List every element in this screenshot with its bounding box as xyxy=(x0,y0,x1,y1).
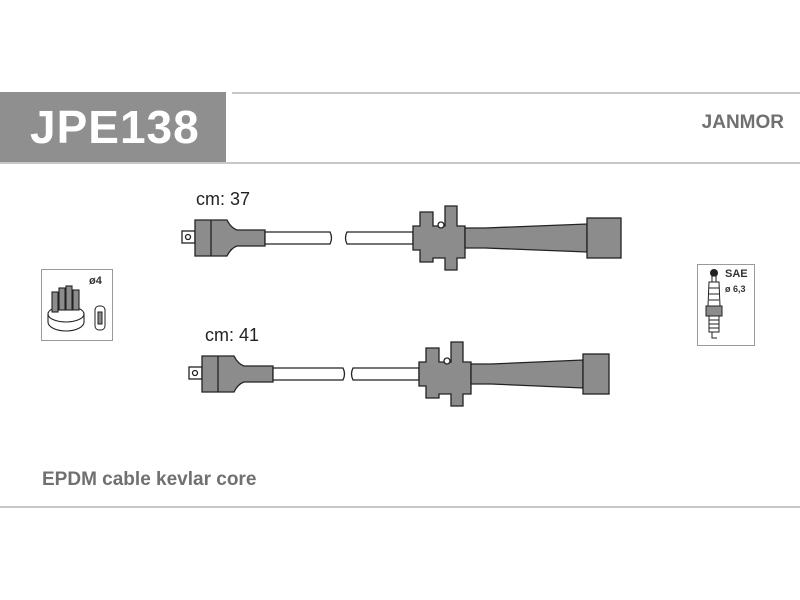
spark-plug-box: SAE ø 6,3 xyxy=(697,264,755,346)
cable-2-wire xyxy=(272,367,346,381)
part-code: JPE138 xyxy=(30,101,200,153)
cable-2-boot-long xyxy=(470,359,584,389)
cable-1-illustration xyxy=(181,205,622,271)
distributor-diameter: ø4 xyxy=(89,275,102,287)
distributor-cap-icon xyxy=(47,285,85,332)
cable-2-boot xyxy=(201,355,274,393)
cable-2-length: cm: 41 xyxy=(205,325,260,345)
top-divider xyxy=(232,92,800,94)
part-code-box xyxy=(0,92,226,162)
cable-1-plug-ribs xyxy=(412,205,466,271)
cable-1-cap xyxy=(586,217,622,259)
cable-1-boot xyxy=(194,219,266,257)
spark-plug-diameter: ø 6,3 xyxy=(725,284,746,294)
cable-2-illustration xyxy=(188,341,610,407)
cable-2-cap xyxy=(582,353,610,395)
cable-1-wire xyxy=(264,231,333,245)
cable-2-plug-ribs xyxy=(418,341,472,407)
header-divider xyxy=(0,162,800,164)
cable-1-boot-long xyxy=(464,223,588,253)
brand-name: JANMOR xyxy=(701,112,784,133)
spark-plug-standard: SAE xyxy=(725,268,748,280)
cable-1-length: cm: 37 xyxy=(196,189,251,209)
footer-divider xyxy=(0,506,800,508)
cable-description: EPDM cable kevlar core xyxy=(42,469,257,490)
terminal-icon xyxy=(94,305,106,331)
distributor-cap-box: ø4 xyxy=(41,269,113,341)
spark-plug-icon xyxy=(705,269,723,339)
